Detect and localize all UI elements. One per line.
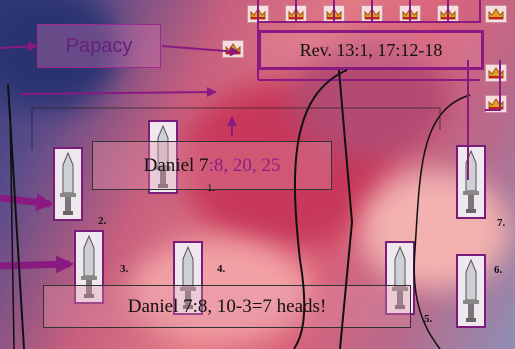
horn-3 bbox=[74, 230, 104, 304]
horn-number: 5. bbox=[424, 313, 433, 325]
daniel-reference-2: Daniel 7:8, 10-3=7 heads! bbox=[43, 285, 411, 328]
horn-7 bbox=[456, 145, 486, 219]
arrow bbox=[0, 41, 38, 52]
background-shadow bbox=[0, 0, 120, 110]
horn-6 bbox=[456, 254, 486, 328]
arrow bbox=[0, 193, 54, 212]
daniel-reference-1-prefix: Daniel 7 bbox=[143, 154, 209, 176]
background-beast-shape bbox=[290, 40, 450, 160]
crown-icon bbox=[485, 5, 507, 23]
horn-1 bbox=[148, 120, 178, 194]
horn-number: 2. bbox=[98, 215, 107, 227]
background-highlight bbox=[130, 240, 310, 340]
arrow bbox=[19, 87, 217, 98]
horn-number: 3. bbox=[120, 263, 129, 275]
horn-number: 4. bbox=[217, 263, 226, 275]
horn-2 bbox=[53, 147, 83, 221]
papacy-label: Papacy bbox=[37, 24, 161, 68]
horn-4 bbox=[173, 241, 203, 315]
crown-icon bbox=[485, 95, 507, 113]
daniel-reference-1: Daniel 7:8, 20, 25 bbox=[92, 141, 332, 190]
horn-number: 7. bbox=[497, 217, 506, 229]
arrow bbox=[161, 45, 240, 57]
revelation-reference: Rev. 13:1, 17:12-18 bbox=[258, 30, 484, 70]
daniel-reference-1-verses: :8, 20, 25 bbox=[208, 154, 281, 176]
horn-number: 6. bbox=[494, 264, 503, 276]
horn-number: 1. bbox=[207, 182, 216, 194]
arrow bbox=[0, 255, 74, 274]
